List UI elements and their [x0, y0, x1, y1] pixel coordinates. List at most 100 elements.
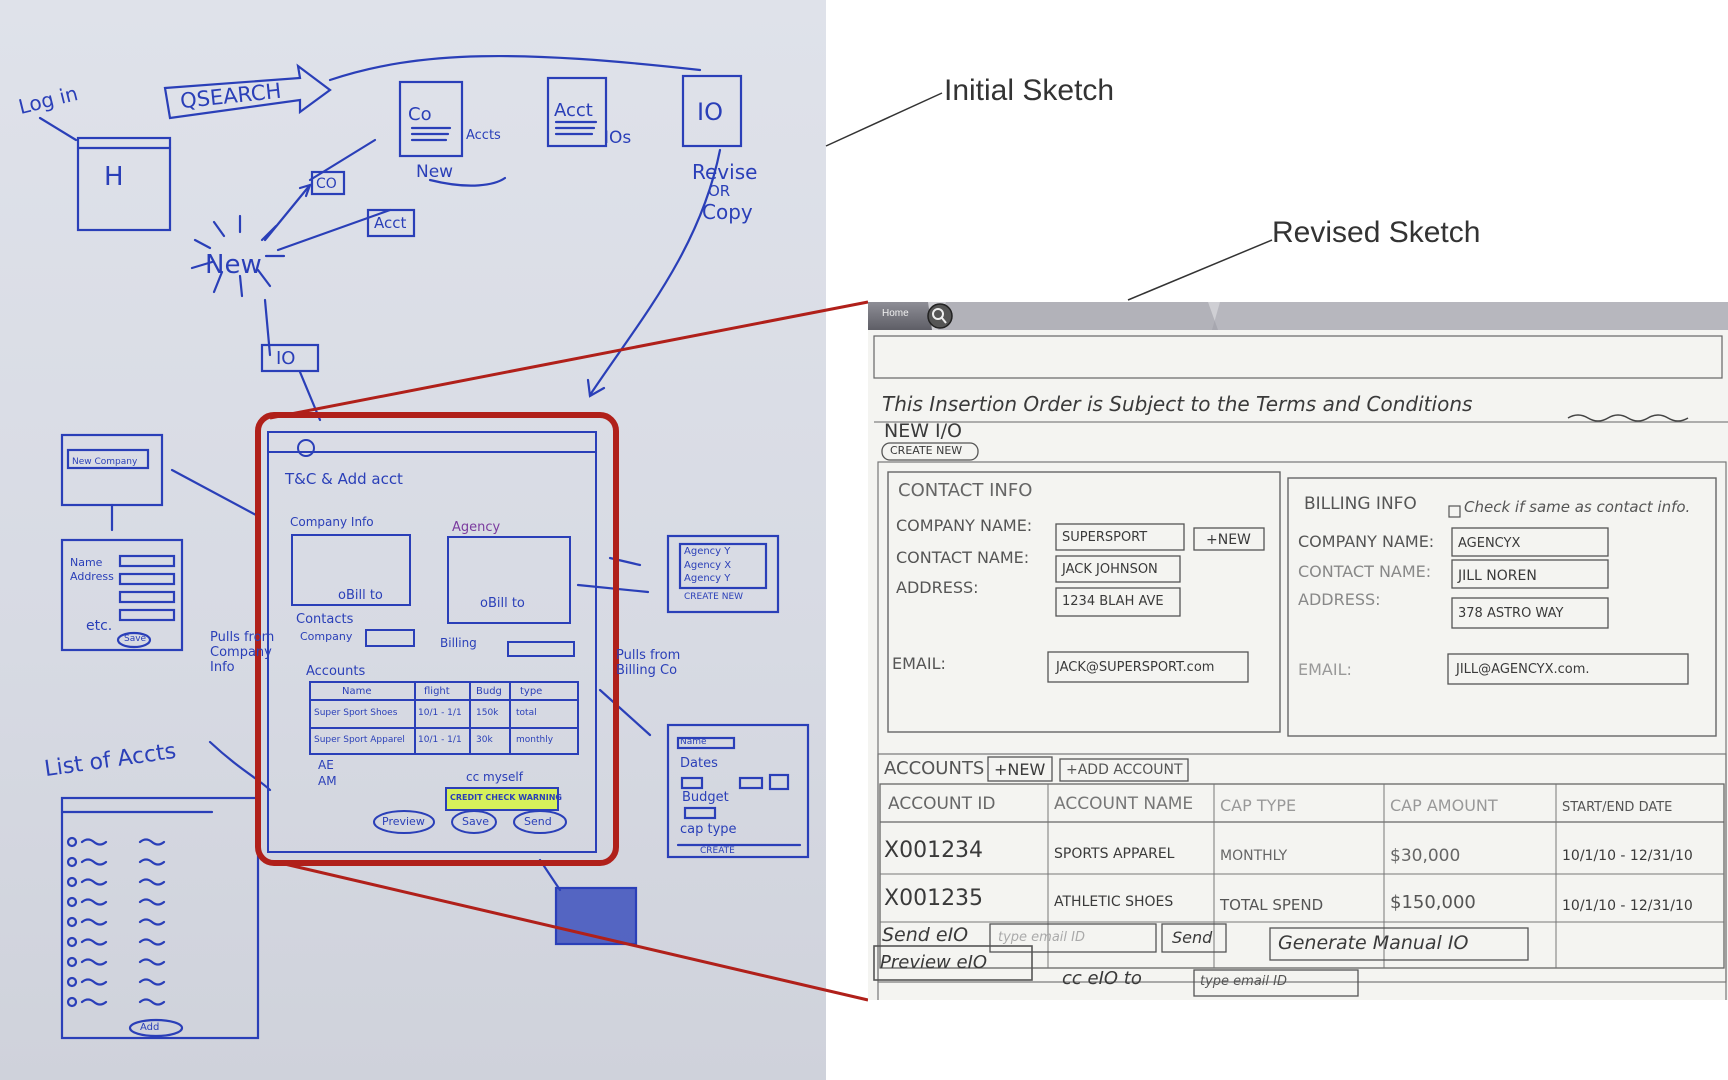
io-form-sketch — [267, 431, 597, 853]
billing-contact-value[interactable]: JILL NOREN — [1458, 568, 1537, 584]
search-icon — [927, 303, 953, 329]
create-dates-label: Dates — [680, 756, 718, 771]
contact-new-label[interactable]: +NEW — [1206, 532, 1251, 548]
cc-email-field — [1193, 969, 1359, 997]
contact-name-value[interactable]: JACK JOHNSON — [1062, 562, 1158, 577]
io-credit-check: CREDIT CHECK WARNING — [450, 793, 562, 802]
row2-dates: 10/1/10 - 12/31/10 — [1562, 898, 1693, 914]
copy-label: Copy — [702, 200, 753, 224]
create-new-option: CREATE NEW — [684, 592, 744, 602]
cc-email-placeholder[interactable]: type email ID — [1200, 974, 1288, 989]
revise-label: Revise — [692, 160, 758, 184]
co-new-label: New — [416, 162, 454, 182]
row1-account-name: SPORTS APPAREL — [1054, 846, 1175, 862]
io-terms-label: T&C & Add acct — [285, 470, 403, 488]
io-col-type: type — [520, 686, 543, 697]
create-button-label: CREATE — [700, 846, 735, 856]
row2-account-id[interactable]: X001235 — [884, 886, 984, 911]
preview-eio-label[interactable]: Preview eIO — [880, 952, 988, 973]
revised-pointer — [1127, 239, 1273, 301]
row2-cap-amount: $150,000 — [1390, 892, 1476, 913]
terms-text: This Insertion Order is Subject to the T… — [882, 392, 1473, 416]
create-new-pill — [881, 442, 979, 461]
row1-cap-amount: $30,000 — [1390, 846, 1461, 866]
billing-heading: BILLING INFO — [1304, 494, 1417, 514]
home-label: H — [104, 162, 124, 192]
billing-email-value[interactable]: JILL@AGENCYX.com. — [1456, 662, 1590, 677]
home-tab-label[interactable]: Home — [882, 308, 909, 319]
scribble-block — [554, 886, 638, 946]
new-io-title: NEW I/O — [884, 420, 963, 442]
io-col-budget: Budg — [476, 686, 502, 697]
accounts-table-sketch — [309, 681, 579, 755]
send-email-field — [989, 923, 1157, 953]
billing-email-label: EMAIL: — [1298, 660, 1352, 679]
new-company-label: New Company — [72, 457, 138, 467]
preview-eio-button — [873, 945, 1033, 981]
col-account-id: ACCOUNT ID — [888, 794, 996, 814]
accounts-heading: ACCOUNTS — [884, 758, 985, 779]
billing-same-as-label: Check if same as contact info. — [1464, 498, 1691, 516]
side-etc-label: etc. — [86, 618, 113, 634]
io-row2-type: monthly — [516, 735, 554, 745]
agency-box — [447, 536, 571, 624]
billing-address-value[interactable]: 378 ASTRO WAY — [1458, 606, 1564, 621]
col-cap-amount: CAP AMOUNT — [1390, 796, 1498, 815]
io-row2-name: Super Sport Apparel — [314, 735, 405, 745]
acct-card-label: Acct — [554, 100, 593, 121]
io-row2-flight: 10/1 - 1/1 — [418, 735, 462, 745]
billing-company-value[interactable]: AGENCYX — [1458, 536, 1521, 551]
billing-address-label: ADDRESS: — [1298, 590, 1381, 609]
add-account-label[interactable]: +ADD ACCOUNT — [1066, 762, 1183, 778]
contact-address-label: ADDRESS: — [896, 578, 979, 597]
initial-sketch-callout: Initial Sketch — [944, 74, 1115, 107]
billing-info-box — [1287, 477, 1717, 737]
new-acct-label: Acct — [374, 214, 407, 232]
revised-sketch-photo: Home This Insertion Order is Subject to … — [868, 302, 1728, 1000]
agency-y-option: Agency Y — [684, 546, 731, 557]
account-create-sketch — [666, 723, 810, 859]
co-accts-label: Accts — [466, 128, 501, 143]
create-new-label[interactable]: CREATE NEW — [890, 444, 963, 457]
io-accounts-label: Accounts — [306, 664, 366, 679]
revised-sketch-callout: Revised Sketch — [1272, 216, 1481, 249]
accounts-new-label[interactable]: +NEW — [994, 760, 1046, 779]
side-name-label: Name — [70, 556, 103, 569]
create-budget-label: Budget — [682, 790, 729, 805]
login-arrow — [38, 116, 78, 142]
io-cc-myself: cc myself — [466, 770, 523, 784]
io-row1-type: total — [516, 708, 537, 718]
contact-new-button — [1193, 527, 1265, 551]
contact-email-value[interactable]: JACK@SUPERSPORT.com — [1056, 660, 1215, 675]
io-card — [681, 74, 743, 148]
io-card-label: IO — [697, 98, 723, 126]
row2-account-name: ATHLETIC SHOES — [1054, 894, 1174, 910]
contact-address-value[interactable]: 1234 BLAH AVE — [1062, 594, 1164, 609]
new-co-box — [310, 170, 346, 196]
agency-x-option: Agency X — [684, 560, 732, 571]
billing-contact-field — [1451, 559, 1609, 589]
initial-pointer — [825, 92, 943, 147]
row1-account-id[interactable]: X001234 — [884, 838, 984, 863]
accounts-new-button — [987, 756, 1053, 782]
billing-email-field — [1447, 653, 1689, 685]
agency-y2-option: Agency Y — [684, 573, 731, 584]
io-bill-to-2: oBill to — [480, 596, 525, 611]
col-account-name: ACCOUNT NAME — [1054, 794, 1194, 814]
qsearch-arrow — [163, 63, 332, 120]
accounts-section — [877, 753, 1727, 983]
accounts-list-rows — [66, 836, 166, 1008]
new-company-sketch — [60, 433, 164, 507]
accounts-table — [879, 783, 1725, 969]
io-bill-to-1: oBill to — [338, 588, 383, 603]
send-email-placeholder[interactable]: type email ID — [998, 930, 1086, 945]
side-save-label: Save — [124, 634, 147, 644]
io-company-label: Company — [300, 630, 353, 643]
contact-company-value[interactable]: SUPERSPORT — [1062, 530, 1148, 545]
io-contacts-label: Contacts — [296, 612, 354, 627]
create-name-label: Name — [680, 737, 707, 747]
send-button-label[interactable]: Send — [1172, 928, 1213, 947]
io-save: Save — [462, 815, 490, 828]
generate-manual-label[interactable]: Generate Manual IO — [1278, 932, 1469, 954]
contact-name-label: CONTACT NAME: — [896, 548, 1030, 567]
